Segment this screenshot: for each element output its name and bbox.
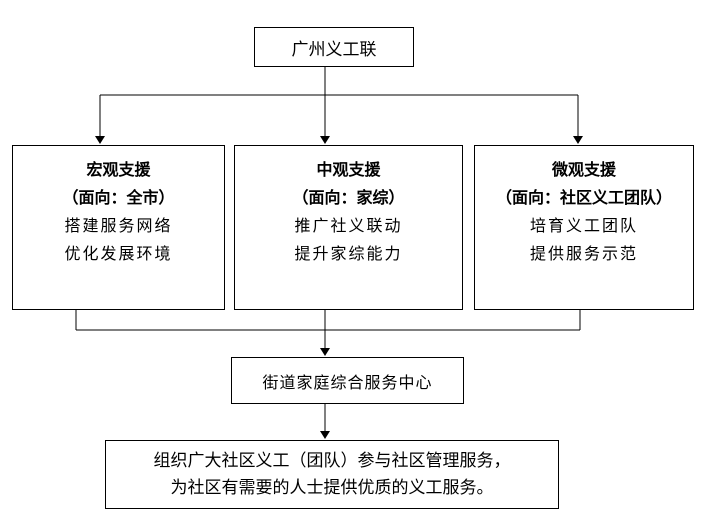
- root-label: 广州义工联: [291, 39, 377, 60]
- meso-support-node: 中观支援 （面向：家综） 推广社义联动 提升家综能力: [234, 145, 463, 310]
- service-center-label: 街道家庭综合服务中心: [262, 372, 433, 392]
- meso-support-item: 提升家综能力: [294, 244, 403, 263]
- macro-support-item: 优化发展环境: [64, 244, 173, 263]
- micro-support-title: 微观支援: [551, 160, 616, 179]
- meso-support-scope: （面向：家综）: [292, 188, 405, 207]
- micro-support-scope: （面向：社区义工团队）: [495, 188, 672, 207]
- meso-support-title: 中观支援: [316, 160, 381, 179]
- macro-support-scope: （面向：全市）: [62, 188, 175, 207]
- root-node: 广州义工联: [254, 27, 414, 67]
- macro-support-title: 宏观支援: [86, 160, 151, 179]
- micro-support-item: 提供服务示范: [529, 244, 638, 263]
- meso-support-item: 推广社义联动: [294, 216, 403, 235]
- volunteer-service-node: 组织广大社区义工（团队）参与社区管理服务， 为社区有需要的人士提供优质的义工服务…: [105, 440, 559, 509]
- service-center-node: 街道家庭综合服务中心: [231, 357, 464, 404]
- service-line: 为社区有需要的人士提供优质的义工服务。: [170, 477, 494, 498]
- service-line: 组织广大社区义工（团队）参与社区管理服务，: [153, 450, 511, 471]
- micro-support-item: 培育义工团队: [529, 216, 638, 235]
- macro-support-node: 宏观支援 （面向：全市） 搭建服务网络 优化发展环境: [12, 145, 225, 310]
- macro-support-item: 搭建服务网络: [64, 216, 173, 235]
- micro-support-node: 微观支援 （面向：社区义工团队） 培育义工团队 提供服务示范: [474, 145, 694, 310]
